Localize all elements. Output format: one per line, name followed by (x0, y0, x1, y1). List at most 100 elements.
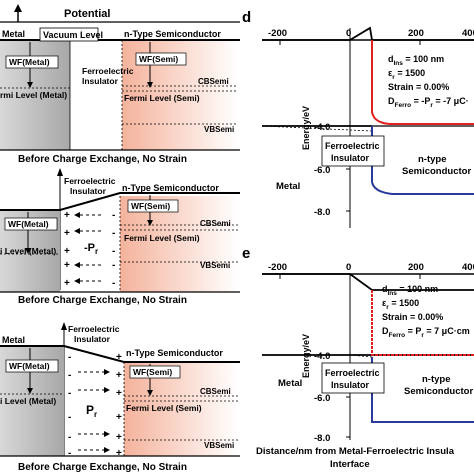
svg-text:-: - (112, 246, 115, 257)
caption-bottom: Before Charge Exchange, No Strain (18, 462, 187, 473)
caption-top: Before Charge Exchange, No Strain (18, 154, 187, 165)
e-ytick-2: -8.0 (314, 433, 330, 444)
vb-label-bot: VBSemi (204, 441, 234, 450)
metal-label-bot: Metal (2, 335, 25, 345)
axis-middle-arrow-icon (57, 168, 63, 176)
cb-label-mid: CBSemi (200, 219, 231, 228)
svg-text:-: - (112, 278, 115, 289)
d-ferro-2: Insulator (331, 153, 370, 163)
polarization-arrows-bot: -+ -+ -+ -+ -+ -+ (68, 352, 122, 459)
wf-semi-arrowhead-mid-icon (147, 220, 153, 226)
d-vacuum-curve (262, 26, 474, 41)
fermi-metal-label-mid: i Level (Metal) (0, 246, 56, 256)
wf-semi-box (135, 52, 187, 66)
e-xtick-2: 200 (408, 262, 424, 273)
e-param-strain: Strain = 0.00% (382, 312, 443, 322)
e-ytick-1: -6.0 (314, 393, 330, 404)
svg-text:-: - (68, 412, 71, 423)
d-param-dins: dIns = 100 nm (388, 54, 444, 67)
svg-text:+: + (64, 210, 70, 221)
svg-text:-: - (112, 228, 115, 239)
d-ytick-0: -4.0 (314, 122, 330, 133)
d-xtick-2: 200 (408, 28, 424, 39)
vacuum-level-bot (0, 345, 240, 363)
svg-text:-: - (68, 370, 71, 381)
panel-d: d -200 0 200 400 -4.0 -6.0 -8.0 Energy/e… (242, 9, 474, 228)
wf-metal-arrowhead-icon (27, 82, 33, 88)
d-param-dferro: DFerro = -Pr = -7 μC· (388, 96, 469, 109)
e-metal-label: Metal (278, 378, 302, 389)
d-ytick-1: -6.0 (314, 165, 330, 176)
svg-text:-: - (68, 432, 71, 443)
svg-text:+: + (116, 432, 122, 443)
wf-metal-label: WF(Metal) (9, 57, 50, 67)
d-param-strain: Strain = 0.00% (388, 82, 449, 92)
d-xtick-1: 0 (346, 28, 351, 39)
polarization-arrows-mid: +- +- +- +- +- (64, 210, 115, 289)
metal-label: Metal (2, 29, 25, 39)
potential-arrow-icon (14, 4, 22, 12)
wf-metal-box-mid (4, 217, 58, 231)
wf-semi-box-mid (127, 199, 179, 213)
ferro-mid-2: Insulator (70, 186, 107, 196)
svg-text:+: + (64, 246, 70, 257)
e-cb-curve (371, 290, 474, 356)
wf-metal-label-mid: WF(Metal) (8, 219, 49, 229)
svg-text:-: - (112, 210, 115, 221)
svg-text:+: + (64, 278, 70, 289)
e-xlabel-1: Distance/nm from Metal-Ferroelectric Ins… (256, 446, 455, 457)
e-xtick-3: 400 (462, 262, 474, 273)
potential-label: Potential (64, 8, 110, 20)
d-ytick-2: -8.0 (314, 207, 330, 218)
d-ntype-2: Semiconductor (402, 166, 471, 177)
e-param-eps: εr = 1500 (382, 298, 419, 311)
schematic-middle: Ferroelectric Insulator n-Type Semicondu… (0, 168, 240, 306)
svg-text:-: - (68, 352, 71, 363)
ferro-mid-1: Ferroelectric (64, 176, 116, 186)
svg-text:-: - (68, 388, 71, 399)
d-cb-curve (371, 40, 474, 125)
pol-label-bot: Pr (86, 403, 97, 419)
d-param-eps: εr = 1500 (388, 68, 425, 81)
e-ntype-1: n-type (422, 374, 451, 385)
svg-text:+: + (116, 370, 122, 381)
vacuum-level-mid (0, 192, 240, 211)
wf-semi-arrowhead-bot-icon (147, 390, 153, 396)
ferro-bot-1: Ferroelectric (68, 324, 120, 334)
wf-semi-label-mid: WF(Semi) (131, 201, 170, 211)
d-vb-curve (371, 126, 474, 195)
e-xtick-0: -200 (268, 262, 287, 273)
e-ferro-1: Ferroelectric (325, 368, 380, 378)
vacuum-level-label: Vacuum Level (43, 30, 103, 40)
e-param-dins: dIns = 100 nm (382, 284, 438, 297)
e-ytick-0: -4.0 (314, 351, 330, 362)
fermi-metal-label-bot: i Level (Metal) (0, 396, 56, 406)
e-param-dferro: DFerro = Pr = 7 μC·cm (382, 326, 470, 339)
svg-text:+: + (64, 228, 70, 239)
wf-semi-label: WF(Semi) (139, 54, 178, 64)
wf-metal-arrowhead-mid-icon (25, 248, 31, 254)
ntype-label-bot: n-Type Semiconductor (126, 348, 223, 358)
wf-metal-label-bot: WF(Metal) (9, 361, 50, 371)
d-params: dIns = 100 nm εr = 1500 Strain = 0.00% D… (388, 54, 469, 109)
ferro-label-1: Ferroelectric (82, 66, 134, 76)
vb-label-mid: VBSemi (200, 261, 230, 270)
e-xlabel-2: Interface (330, 459, 370, 470)
wf-semi-arrowhead-icon (147, 82, 153, 88)
e-ferro-box (321, 362, 385, 394)
wf-semi-label-bot: WF(Semi) (133, 367, 172, 377)
e-vacuum-curve (262, 273, 474, 291)
wf-metal-arrowhead-bot-icon (27, 388, 33, 394)
e-ntype-2: Semiconductor (404, 386, 473, 397)
wf-metal-box (5, 55, 59, 69)
vacuum-level-box (39, 27, 99, 42)
d-ferro-box (321, 135, 385, 167)
wf-semi-box-bot (129, 365, 181, 379)
d-xtick-3: 400 (462, 28, 474, 39)
d-metal-label: Metal (276, 181, 300, 192)
ferro-bot-2: Insulator (74, 334, 111, 344)
schematic-bottom: Ferroelectric Insulator Metal n-Type Sem… (0, 322, 240, 473)
e-params: dIns = 100 nm εr = 1500 Strain = 0.00% D… (382, 284, 470, 339)
panel-e-letter: e (242, 245, 250, 262)
